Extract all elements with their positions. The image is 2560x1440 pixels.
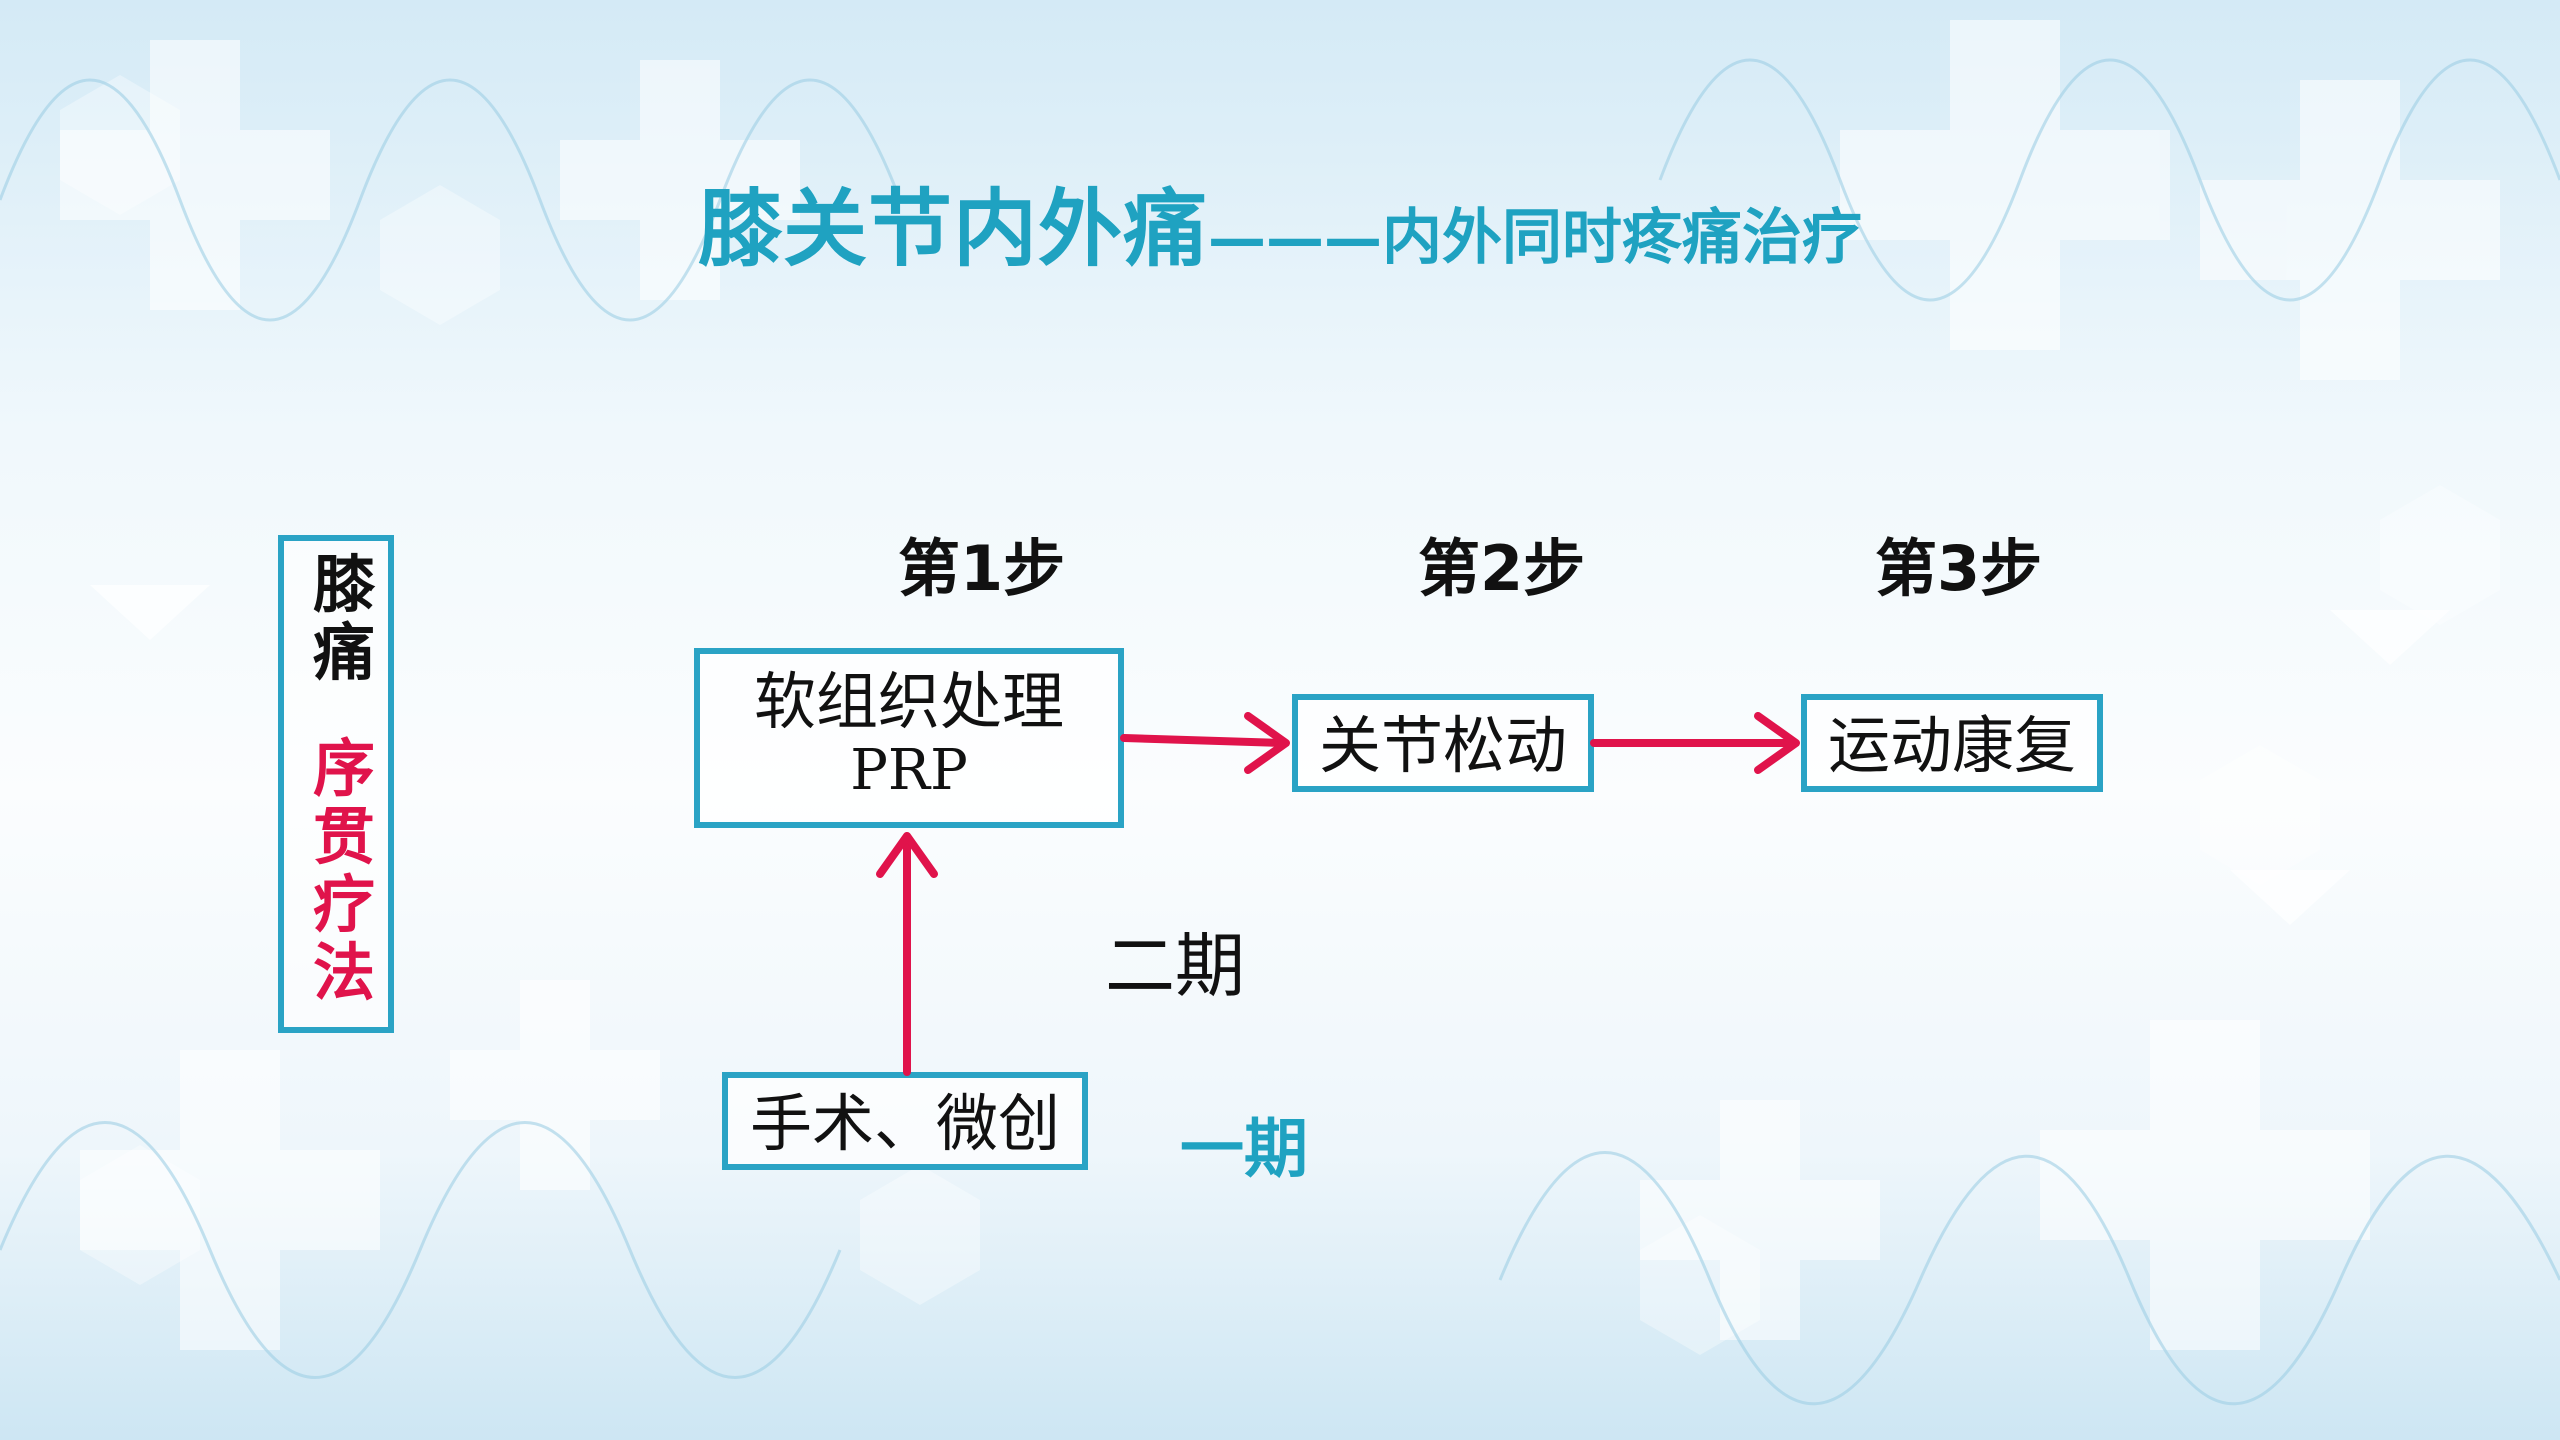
step-2-heading: 第2步	[1418, 532, 1586, 605]
knee-pain-label: 膝痛	[312, 548, 375, 689]
surgery-minimally-invasive-box: 手术、微创	[722, 1072, 1088, 1170]
exercise-rehab-label: 运动康复	[1827, 709, 2076, 782]
title-dash: ———	[1208, 204, 1382, 272]
soft-tissue-label: 软组织处理	[753, 665, 1064, 738]
sequential-therapy-label-box: 膝痛 序贯疗法	[278, 535, 394, 1033]
title-main: 膝关节内外痛	[697, 180, 1208, 278]
step-3-heading: 第3步	[1875, 532, 2043, 605]
joint-mobilization-box: 关节松动	[1292, 694, 1594, 792]
title-subtitle: 内外同时疼痛治疗	[1382, 203, 1862, 273]
second-stage-label: 二期	[1105, 925, 1245, 1007]
joint-mobilization-label: 关节松动	[1318, 709, 1567, 782]
surgery-label: 手术、微创	[749, 1087, 1060, 1160]
soft-tissue-prp-box: 软组织处理 PRP	[694, 648, 1124, 828]
first-stage-label: 一期	[1180, 1113, 1308, 1187]
prp-label: PRP	[850, 738, 968, 803]
exercise-rehab-box: 运动康复	[1801, 694, 2103, 792]
sequential-therapy-label: 序贯疗法	[312, 732, 375, 1009]
step-1-heading: 第1步	[898, 532, 1066, 605]
slide-title: 膝关节内外痛———内外同时疼痛治疗	[0, 162, 2560, 283]
